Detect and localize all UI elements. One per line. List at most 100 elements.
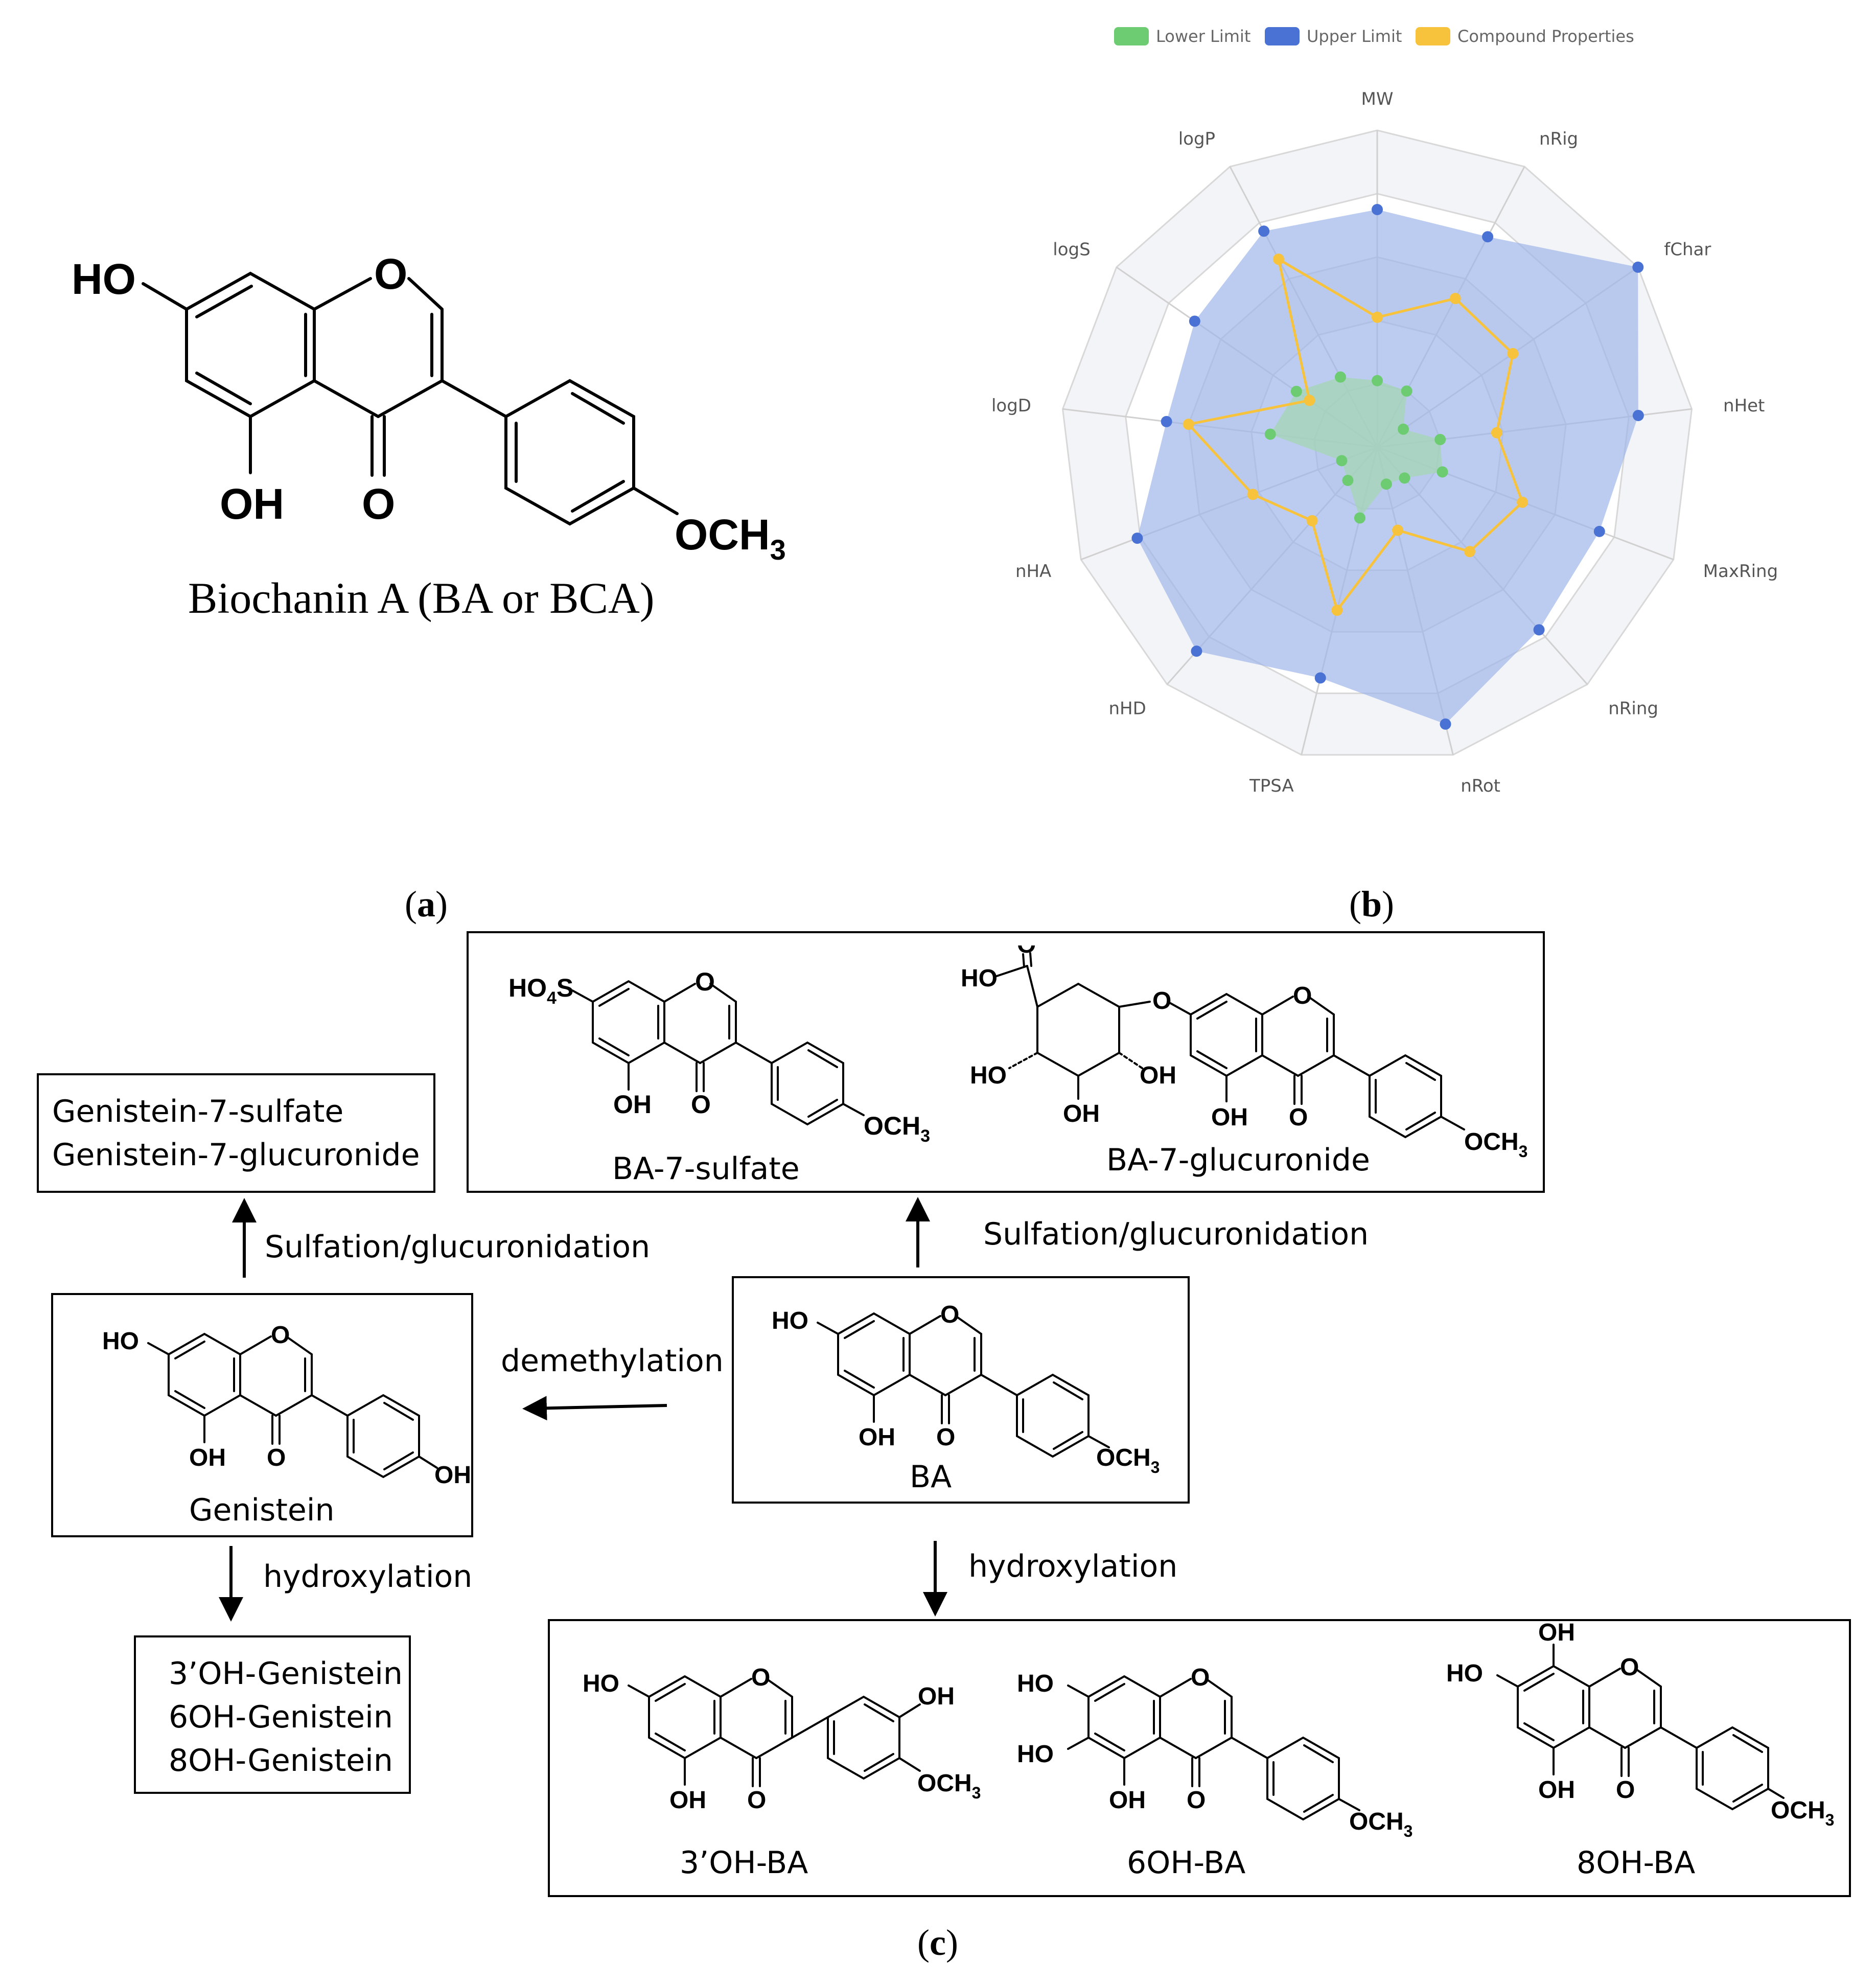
radar-axis-label: nRing	[1608, 698, 1658, 719]
ba-7-glucuronide-name: BA-7-glucuronide	[1106, 1142, 1370, 1178]
glucuronide-carbonyl-o: O	[1289, 1104, 1308, 1131]
legend-compound-text: Compound Properties	[1457, 27, 1634, 46]
radar-axis-label: logS	[1053, 240, 1090, 260]
radar-axis-label: MaxRing	[1703, 561, 1778, 582]
8oh-ba-methoxy: OCH3	[1771, 1797, 1834, 1829]
radar-point-upper[interactable]	[1131, 533, 1143, 544]
radar-point-lower[interactable]	[1380, 478, 1392, 490]
6oh-ba-carbonyl-o: O	[1187, 1787, 1206, 1814]
ba-name: BA	[910, 1459, 952, 1495]
6oh-ba-ho-6: HO	[1017, 1741, 1054, 1768]
genistein-structure: HO O OH O OH	[102, 1322, 471, 1489]
ring-oxygen-label: O	[374, 250, 407, 298]
radar-point-compound[interactable]	[1372, 311, 1383, 323]
ba-ring-o: O	[940, 1301, 959, 1328]
ba-conjugates-box	[467, 931, 1545, 1193]
radar-axis-label: nHet	[1723, 396, 1765, 416]
genistein-7-glucuronide: Genistein-7-glucuronide	[52, 1137, 420, 1173]
sulfation-label-left: Sulfation/glucuronidation	[265, 1229, 651, 1265]
ba-oh: OH	[859, 1424, 895, 1451]
genistein-name: Genistein	[189, 1492, 335, 1528]
sulfate-oh: OH	[613, 1090, 652, 1119]
ba-7-sulfate-structure: HO4S O OH O OCH3	[508, 967, 930, 1145]
radar-axis-label: nRig	[1539, 129, 1578, 149]
3oh-ba-ho: HO	[583, 1670, 619, 1697]
radar-point-compound[interactable]	[1392, 524, 1404, 536]
3oh-ba-structure: HO O OH O OH OCH3	[583, 1664, 981, 1814]
radar-point-lower[interactable]	[1334, 371, 1346, 383]
methoxy-label: OCH3	[675, 511, 786, 566]
radar-point-upper[interactable]	[1632, 409, 1644, 421]
biochanin-a-structure: HO O OH O OCH3	[72, 250, 786, 566]
8oh-ba-ho-7: HO	[1446, 1660, 1483, 1687]
radar-point-lower[interactable]	[1290, 385, 1302, 397]
radar-point-compound[interactable]	[1507, 348, 1519, 359]
legend-compound-properties[interactable]: Compound Properties	[1416, 27, 1634, 46]
radar-point-lower[interactable]	[1434, 434, 1446, 446]
radar-point-lower[interactable]	[1399, 472, 1410, 484]
radar-point-compound[interactable]	[1331, 605, 1343, 616]
6oh-ba-ring-o: O	[1191, 1664, 1210, 1691]
6oh-ba-methoxy: OCH3	[1349, 1808, 1412, 1840]
genistein-box	[51, 1293, 473, 1537]
radar-axis-label: nRot	[1461, 776, 1500, 796]
hydroxy-genistein-box	[134, 1635, 411, 1794]
radar-point-upper[interactable]	[1372, 204, 1383, 215]
genistein-oh-5: OH	[189, 1444, 226, 1471]
radar-point-compound[interactable]	[1517, 496, 1528, 508]
3oh-genistein: 3’OH-Genistein	[169, 1656, 403, 1692]
legend-upper-limit[interactable]: Upper Limit	[1265, 27, 1402, 46]
legend-compound-swatch	[1416, 27, 1450, 45]
oh-label: OH	[220, 480, 284, 528]
hydroxy-ba-box	[548, 1619, 1851, 1897]
ba-7-sulfate-name: BA-7-sulfate	[612, 1151, 800, 1187]
radar-point-compound[interactable]	[1464, 546, 1475, 558]
carbonyl-oxygen-label: O	[362, 480, 395, 528]
radar-point-compound[interactable]	[1491, 427, 1502, 438]
radar-point-compound[interactable]	[1183, 419, 1194, 430]
radar-point-upper[interactable]	[1189, 315, 1200, 327]
radar-point-lower[interactable]	[1354, 512, 1365, 524]
ba-carbonyl-o: O	[936, 1424, 955, 1451]
ba-ho: HO	[772, 1307, 808, 1334]
radar-point-lower[interactable]	[1401, 385, 1412, 397]
3oh-ba-oh-3prime: OH	[918, 1683, 955, 1710]
radar-point-lower[interactable]	[1264, 428, 1276, 440]
radar-point-compound[interactable]	[1272, 253, 1284, 265]
6oh-genistein: 6OH-Genistein	[169, 1699, 393, 1735]
legend-upper-swatch	[1265, 27, 1300, 45]
radar-point-upper[interactable]	[1632, 261, 1644, 273]
radar-point-compound[interactable]	[1247, 489, 1259, 500]
glucuronide-oh-3: OH	[1063, 1100, 1100, 1127]
radar-point-compound[interactable]	[1306, 515, 1318, 526]
radar-point-upper[interactable]	[1314, 672, 1326, 684]
genistein-oh-4prime: OH	[434, 1462, 471, 1489]
radar-point-compound[interactable]	[1449, 293, 1461, 305]
6oh-ba-structure: HO HO O OH O OCH3	[1017, 1664, 1412, 1840]
8oh-ba-ring-o: O	[1620, 1654, 1639, 1681]
radar-point-upper[interactable]	[1533, 624, 1545, 636]
radar-point-upper[interactable]	[1191, 645, 1202, 657]
radar-point-upper[interactable]	[1593, 525, 1605, 537]
radar-point-upper[interactable]	[1482, 231, 1494, 243]
glucuronide-methoxy: OCH3	[1464, 1128, 1527, 1161]
legend-lower-limit[interactable]: Lower Limit	[1114, 27, 1250, 46]
radar-point-lower[interactable]	[1342, 474, 1354, 486]
radar-point-upper[interactable]	[1161, 416, 1172, 427]
radar-point-upper[interactable]	[1258, 225, 1270, 237]
glucuronide-acid-o: O	[1017, 945, 1036, 958]
8oh-ba-oh-5: OH	[1538, 1776, 1575, 1804]
3oh-ba-methoxy: OCH3	[917, 1770, 981, 1802]
glucuronide-ring-o: O	[1293, 982, 1312, 1009]
radar-axis-label: nHD	[1108, 698, 1146, 719]
radar-point-compound[interactable]	[1304, 395, 1315, 406]
sulfate-carbonyl-o: O	[691, 1090, 711, 1119]
radar-point-upper[interactable]	[1440, 718, 1451, 730]
glucuronide-oh-4: OH	[1140, 1062, 1176, 1089]
radar-point-lower[interactable]	[1336, 455, 1348, 467]
radar-point-lower[interactable]	[1372, 375, 1383, 386]
radar-point-lower[interactable]	[1398, 423, 1409, 435]
radar-series-compound-area	[1186, 257, 1524, 613]
radar-point-lower[interactable]	[1437, 466, 1448, 478]
